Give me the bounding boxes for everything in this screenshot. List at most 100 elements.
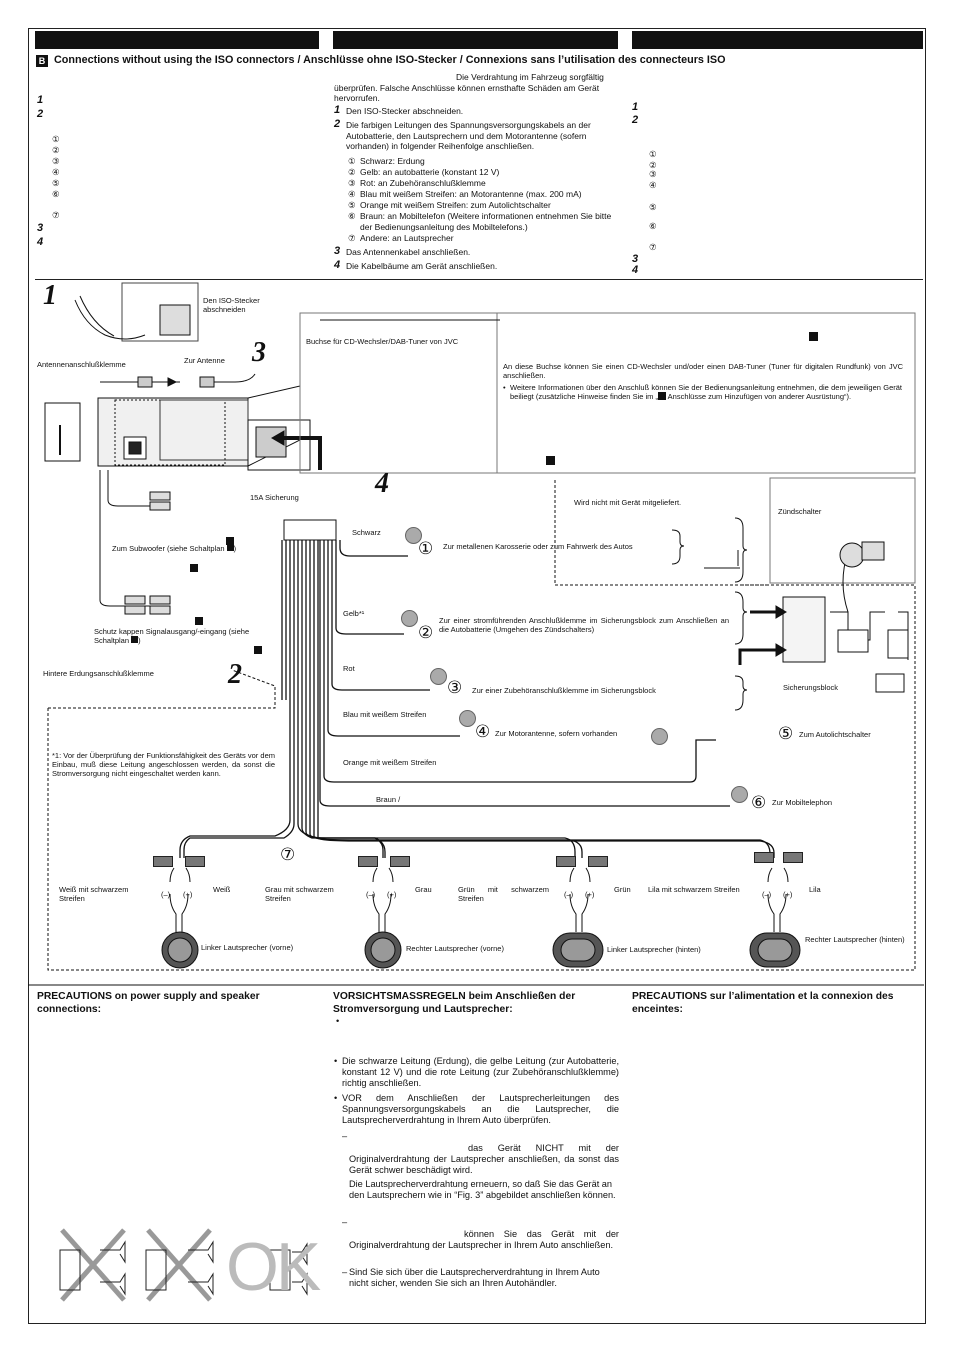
to-antenna-label: Zur Antenne <box>184 356 225 365</box>
speaker-2-neg: Grau mit schwarzem Streifen <box>265 885 334 903</box>
red-wire-marker <box>430 668 447 685</box>
speaker-2-pos: Grau <box>415 885 432 894</box>
fig-number-4: 4 <box>375 468 389 499</box>
en-wire-4: ④ <box>52 167 60 177</box>
section-marker: B <box>36 55 48 67</box>
de-step-1-text: Den ISO-Stecker abschneiden. <box>346 106 464 116</box>
cd-bullet: Weitere Informationen über den Anschluß … <box>510 383 902 401</box>
de-wire-4-c: ④ <box>348 189 356 199</box>
de-step-4-text: Die Kabelbäume am Gerät anschließen. <box>346 261 498 271</box>
divider <box>35 279 923 280</box>
fig-number-2: 2 <box>228 659 242 690</box>
circle-7: ⑦ <box>280 845 296 865</box>
de-wire-7-c: ⑦ <box>348 233 356 243</box>
circle-2: ② <box>418 623 434 643</box>
de-wire-7: Andere: an Lautsprecher <box>360 233 454 243</box>
fr-wire-4: ④ <box>649 180 657 190</box>
black-square-marker <box>809 332 818 341</box>
en-step-2: 2 <box>37 108 44 120</box>
iso-cut-label: Den ISO-Stecker abschneiden <box>203 296 260 314</box>
speaker-3-minus: (–) <box>564 890 574 899</box>
de-wire-5: Orange mit weißem Streifen: zum Autolich… <box>360 200 551 210</box>
speaker-3-neg: Grün mit schwarzem Streifen <box>458 885 549 903</box>
black-wire-marker <box>405 527 422 544</box>
fr-step-1: 1 <box>632 101 639 113</box>
ok-mark: OK <box>226 1229 321 1305</box>
fr-wire-2: ② <box>649 160 657 170</box>
wire-orange-desc: Zum Autolichtschalter <box>799 730 871 739</box>
antenna-terminal-label: Antennenanschlußklemme <box>37 360 126 369</box>
speaker-3-plus: (+) <box>585 890 595 899</box>
black-square-marker <box>254 646 262 654</box>
de-sub-2: können Sie das Gerät mit der Originalver… <box>349 1229 619 1251</box>
french-header-bar <box>632 31 923 49</box>
de-wire-3: Rot: an Zubehöranschlußklemme <box>360 178 486 188</box>
de-step-3-text: Das Antennenkabel anschließen. <box>346 247 471 257</box>
de-wire-4: Blau mit weißem Streifen: an Motorantenn… <box>360 189 582 199</box>
fr-wire-3: ③ <box>649 169 657 179</box>
speaker-4-pos: Lila <box>809 885 821 894</box>
de-step-4-num: 4 <box>334 259 341 271</box>
speaker-4-name: Rechter Lautsprecher (hinten) <box>805 935 905 944</box>
de-step-1-num: 1 <box>334 104 341 116</box>
wire-yellow-label: Gelb*¹ <box>343 609 365 618</box>
cd-bullet-dot: • <box>503 383 506 392</box>
brown-wire-marker <box>731 786 748 803</box>
german-header-bar <box>333 31 618 49</box>
speaker-1-pos: Weiß <box>213 885 231 894</box>
speaker-3-pos: Grün <box>614 885 631 894</box>
speaker-1-plus: (+) <box>183 890 193 899</box>
connector-sleeve <box>754 852 774 863</box>
de-wire-2: Gelb: an autobatterie (konstant 12 V) <box>360 167 500 177</box>
wire-yellow-desc: Zur einer stromführenden Anschlußklemme … <box>439 616 729 634</box>
fig-number-3: 3 <box>252 337 266 368</box>
english-header-bar <box>35 31 319 49</box>
circle-1: ① <box>418 539 434 559</box>
fr-step-4: 4 <box>632 264 639 276</box>
de-step-3-num: 3 <box>334 245 341 257</box>
precautions-fr-title: PRECAUTIONS sur l’alimentation et la con… <box>632 991 894 1015</box>
speaker-1-minus: (–) <box>161 890 171 899</box>
de-wire-6: Braun: an Mobiltelefon (Weitere informat… <box>360 211 612 232</box>
black-square-marker <box>226 537 234 545</box>
de-wire-3-c: ③ <box>348 178 356 188</box>
precautions-en-title: PRECAUTIONS on power supply and speaker … <box>37 991 260 1015</box>
subwoofer-label: Zum Subwoofer (siehe Schaltplan ) <box>112 544 237 553</box>
speaker-4-neg: Lila mit schwarzem Streifen <box>648 885 740 894</box>
en-step-3: 3 <box>37 222 44 234</box>
speaker-2-minus: (–) <box>366 890 376 899</box>
en-wire-3: ③ <box>52 156 60 166</box>
cd-paragraph: An diese Buchse können Sie einen CD-Wech… <box>503 362 903 380</box>
de-bullet-1: Die schwarze Leitung (Erdung), die gelbe… <box>342 1056 619 1089</box>
ignition-label: Zündschalter <box>778 507 822 516</box>
fr-step-2: 2 <box>632 114 639 126</box>
circle-5: ⑤ <box>778 724 794 744</box>
speaker-2-name: Rechter Lautsprecher (vorne) <box>406 944 504 953</box>
fr-wire-6: ⑥ <box>649 221 657 231</box>
wire-brown-desc: Zur Mobiltelephon <box>772 798 833 807</box>
de-wire-6-c: ⑥ <box>348 211 356 221</box>
de-sub-1b: Die Lautsprecherverdrahtung erneuern, so… <box>349 1179 616 1201</box>
de-step-2-num: 2 <box>334 118 341 130</box>
not-supplied-label: Wird nicht mit Gerät mitgeliefert. <box>574 498 682 507</box>
de-bullet-2-dot: • <box>334 1093 338 1103</box>
wire-orange-label: Orange mit weißem Streifen <box>343 758 437 767</box>
de-bullet-empty: • <box>336 1016 340 1026</box>
de-wire-2-c: ② <box>348 167 356 177</box>
speaker-1-name: Linker Lautsprecher (vorne) <box>201 943 294 952</box>
en-wire-1: ① <box>52 134 60 144</box>
wire-red-label: Rot <box>343 664 355 673</box>
note-star: *1: Vor der Überprüfung der Funktionsfäh… <box>52 751 275 778</box>
wire-black-desc: Zur metallenen Karosserie oder zum Fahrw… <box>443 542 633 551</box>
de-dash-1: – <box>342 1131 348 1141</box>
de-wire-5-c: ⑤ <box>348 200 356 210</box>
speaker-3-name: Linker Lautsprecher (hinten) <box>607 945 701 954</box>
de-step-2-text: Die farbigen Leitungen des Spannungsvers… <box>346 120 591 152</box>
en-wire-5: ⑤ <box>52 178 60 188</box>
de-bullet-1-dot: • <box>334 1056 338 1066</box>
protect-caps-label: Schutz kappen Signalausgang/-eingang (si… <box>94 627 250 645</box>
yellow-wire-marker <box>401 610 418 627</box>
fuse-label: 15A Sicherung <box>250 493 299 502</box>
speaker-1-neg: Weiß mit schwarzem Streifen <box>59 885 129 903</box>
connector-sleeve <box>390 856 410 867</box>
